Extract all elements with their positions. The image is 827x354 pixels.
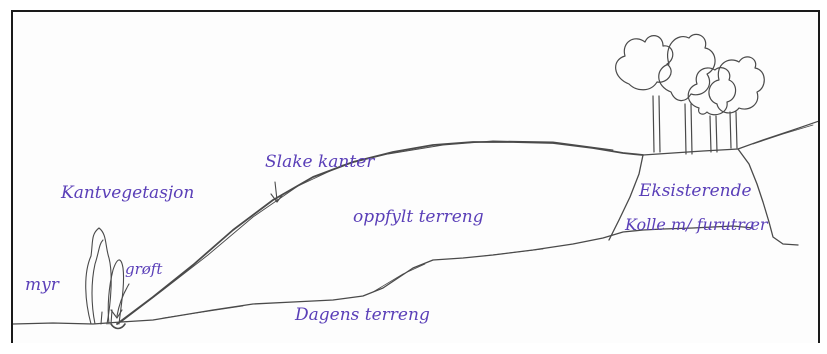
tree-sketch-icon [688, 68, 735, 152]
fill-slope-line [117, 142, 643, 324]
label-kolle-line2: Kolle m/ furutrær [624, 215, 769, 234]
ditch-mark [111, 324, 125, 329]
tree-sketch-icon [616, 36, 673, 152]
terrain-sketch: Kantvegetasjon myr grøft Slake kanter op… [13, 12, 820, 343]
label-kolle-line1: Eksisterende [638, 181, 752, 201]
arrow-down-icon [271, 182, 283, 202]
label-slake-kanter: Slake kanter [265, 152, 375, 172]
sketch-frame: Kantvegetasjon myr grøft Slake kanter op… [11, 10, 820, 343]
hill-top [643, 120, 820, 155]
arrow-down-icon [111, 284, 129, 318]
label-kantvegetasjon: Kantvegetasjon [60, 183, 194, 203]
label-dagens-terreng: Dagens terreng [294, 305, 430, 325]
label-oppfylt-terreng: oppfylt terreng [353, 207, 484, 227]
label-groft: grøft [125, 260, 163, 278]
hill-top-sketch [753, 125, 813, 144]
tree-sketch-icon [709, 57, 764, 148]
tree-sketch-icon [659, 34, 715, 154]
label-myr: myr [25, 275, 60, 295]
